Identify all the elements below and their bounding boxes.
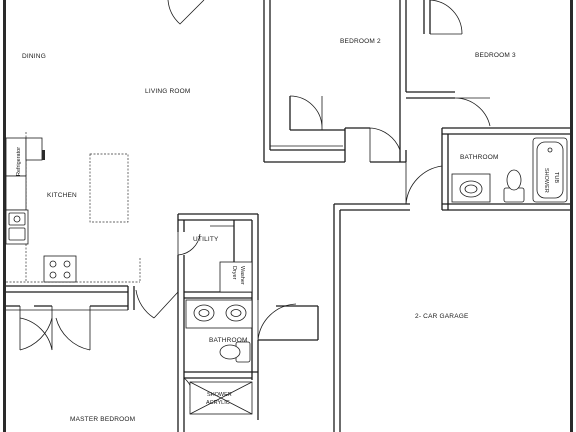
garage-door-icon	[257, 300, 297, 341]
fixture-labels: Refrigerator SHOWER TUB Dryer Washer SHO…	[16, 147, 559, 406]
master-bath-door-icon	[135, 289, 179, 319]
front-door-icon	[167, 0, 205, 25]
master-bedroom-top-wall	[6, 285, 128, 293]
label-garage: 2- CAR GARAGE	[415, 313, 469, 320]
label-dining: DINING	[22, 53, 46, 60]
master-closet-door-left-icon	[19, 306, 53, 351]
label-shower-tub-1: SHOWER	[543, 168, 549, 193]
label-living-room: LIVING ROOM	[145, 88, 191, 95]
bathroom-top-wall	[442, 127, 570, 135]
utility-door-icon	[177, 232, 201, 256]
garage-left-wall	[333, 204, 341, 432]
garage-entry-wall	[258, 305, 319, 341]
bedroom3-door-icon	[454, 97, 491, 127]
utility-top-wall	[178, 213, 258, 221]
range-stove-icon	[43, 255, 77, 283]
label-master-bedroom: MASTER BEDROOM	[70, 416, 135, 423]
dishwasher-icon	[5, 175, 27, 211]
hall-bathroom-fixtures	[451, 137, 568, 203]
garage-top-wall	[334, 203, 410, 211]
utility-right-wall	[251, 214, 259, 380]
label-bathroom-master: BATHROOM	[209, 337, 248, 344]
label-utility: UTILITY	[193, 236, 219, 243]
walls	[3, 0, 573, 432]
bedroom3-closet-wall	[423, 0, 431, 34]
bedroom2-closet-wall	[264, 128, 346, 163]
label-shower-acrylic-2: ACRYLIC	[206, 400, 230, 406]
utility-bath-divider	[184, 291, 252, 299]
kitchen-area	[5, 132, 141, 283]
master-shower-top-wall	[184, 371, 258, 379]
hall-bath-door-icon	[405, 162, 443, 205]
bedroom2-wall-left	[263, 0, 271, 162]
dryer-washer-icon	[219, 261, 253, 293]
label-washer: Washer	[239, 266, 245, 285]
master-bath-left-wall	[177, 255, 185, 432]
hall-wall-upper	[406, 91, 455, 99]
bedroom2-closet-partition	[289, 96, 322, 131]
label-bathroom-hall: BATHROOM	[460, 154, 499, 161]
bedroom2-closet-door-icon	[289, 95, 323, 130]
label-dryer: Dryer	[231, 266, 237, 280]
label-shower-acrylic-1: SHOWER	[207, 392, 232, 398]
bedroom3-closet-door-icon	[429, 0, 463, 35]
bedroom2-door-icon	[369, 127, 401, 162]
master-bath-fixtures	[185, 261, 253, 415]
label-refrigerator: Refrigerator	[16, 147, 22, 176]
bedroom-divider-wall	[399, 0, 407, 128]
exterior-wall-right	[570, 0, 573, 432]
bathroom-left-wall	[441, 128, 449, 210]
kitchen-island	[89, 153, 129, 223]
doors	[19, 0, 491, 409]
label-shower-tub-2: TUB	[553, 172, 559, 183]
room-labels: DINING LIVING ROOM BEDROOM 2 BEDROOM 3 K…	[22, 38, 516, 423]
master-closet-door-right-icon	[55, 306, 91, 351]
bathroom-bottom-wall	[442, 203, 570, 211]
label-kitchen: KITCHEN	[47, 192, 77, 199]
label-bedroom-3: BEDROOM 3	[475, 52, 516, 59]
exterior-wall-left	[3, 0, 6, 432]
label-bedroom-2: BEDROOM 2	[340, 38, 381, 45]
